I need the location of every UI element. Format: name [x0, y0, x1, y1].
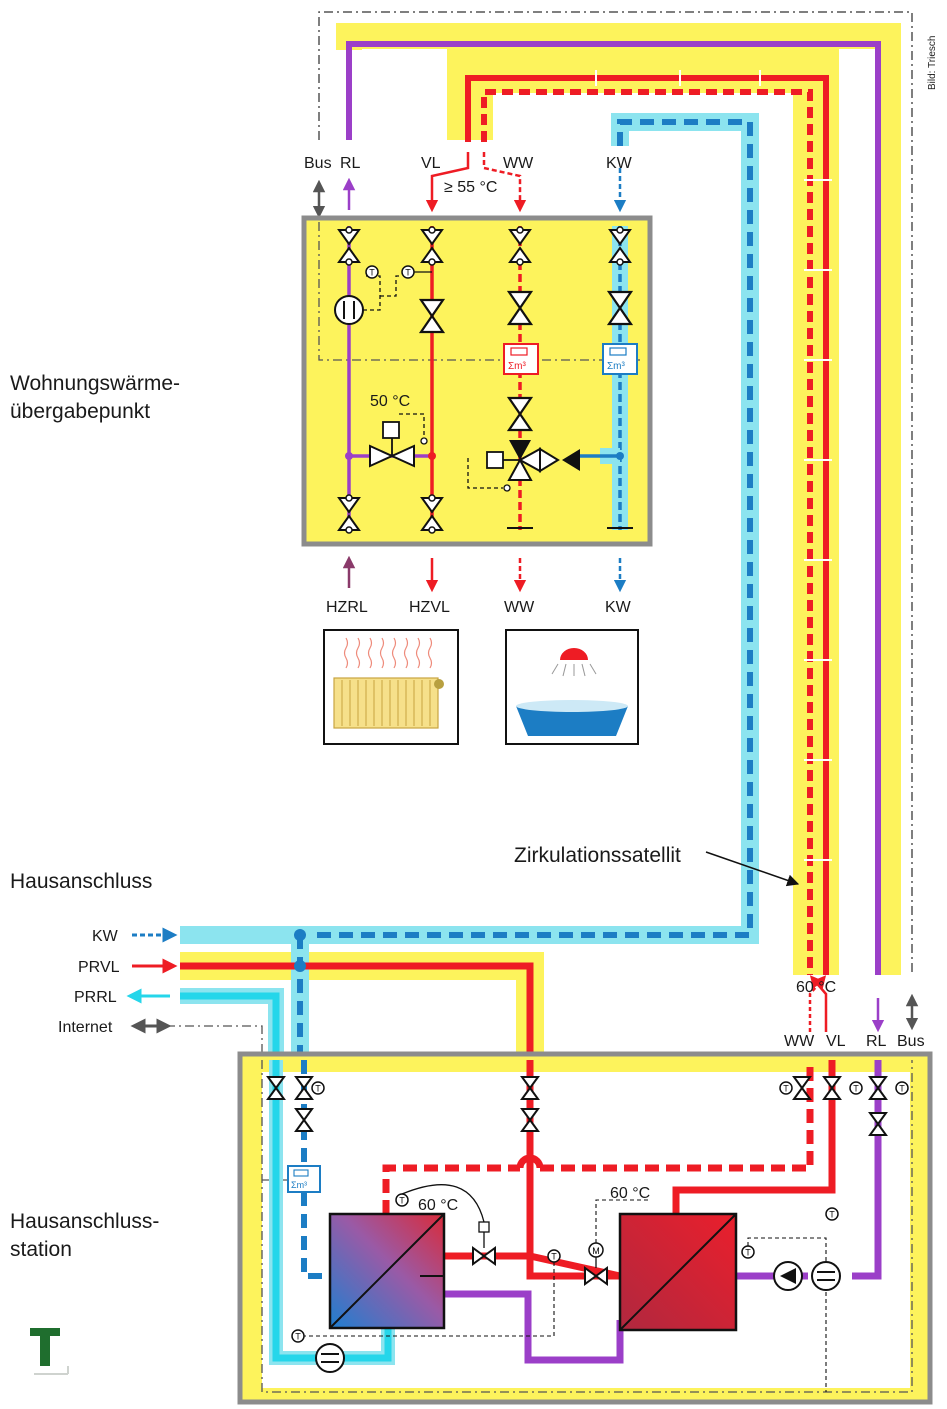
- satellite-pointer: [705, 851, 800, 887]
- logo: [30, 1328, 69, 1375]
- label-bottom-hzvl: HZVL: [409, 599, 450, 616]
- label-unit-temp: 50 °C: [370, 393, 410, 410]
- label-bottom-hzrl: HZRL: [326, 599, 368, 616]
- label-bottom-ww: WW: [504, 599, 535, 616]
- label-riser-temp: 60 °C: [796, 979, 836, 996]
- image-credit: Bild: Triesch: [927, 36, 938, 90]
- riser-kw-pipe: [180, 113, 759, 944]
- label-top-kw: KW: [606, 155, 633, 172]
- svg-text:M: M: [592, 1246, 600, 1256]
- unit-ww-meter: Σm³: [503, 343, 539, 375]
- riser-ticks: [595, 70, 832, 861]
- section-label-apartment-line1: Wohnungswärme-: [10, 372, 180, 395]
- section-label-house-connection: Hausanschluss: [10, 870, 152, 893]
- svg-text:Σm³: Σm³: [508, 361, 527, 372]
- riser-vl-pipe: [465, 75, 829, 975]
- label-house-prvl: PRVL: [78, 959, 120, 976]
- unit-ww-threeway-valve: [467, 440, 633, 529]
- label-bottom-kw: KW: [605, 599, 632, 616]
- unit-mixing-valve: [369, 413, 428, 468]
- unit-kw-meter: Σm³: [602, 343, 638, 375]
- label-top-temp: ≥ 55 °C: [444, 179, 497, 196]
- heat-exchanger-right: [618, 1212, 738, 1332]
- label-riser-bus: Bus: [897, 1033, 925, 1050]
- label-house-internet: Internet: [58, 1019, 113, 1036]
- label-riser-rl: RL: [866, 1033, 887, 1050]
- svg-text:Σm³: Σm³: [607, 361, 626, 372]
- label-house-prrl: PRRL: [74, 989, 117, 1006]
- substation-sensors: M: [291, 1081, 909, 1392]
- label-zirkulationssatellit: Zirkulationssatellit: [514, 844, 681, 867]
- heat-exchanger-left: [328, 1212, 446, 1330]
- label-substation-temp-left: 60 °C: [418, 1197, 458, 1214]
- house-connection-pipes: [166, 926, 534, 1060]
- section-label-apartment-line2: übergabepunkt: [10, 400, 150, 423]
- unit-heat-meter: [334, 265, 432, 325]
- label-substation-temp-right: 60 °C: [610, 1185, 650, 1202]
- bathtub-panel: [505, 629, 639, 745]
- unit-bus-line: [318, 222, 640, 361]
- section-label-substation-line1: Hausanschluss-: [10, 1210, 159, 1233]
- label-riser-vl: VL: [826, 1033, 846, 1050]
- label-top-bus: Bus: [304, 155, 332, 172]
- house-input-arrows: [126, 927, 178, 1034]
- radiator-panel: [323, 629, 459, 745]
- label-house-kw: KW: [92, 928, 119, 945]
- unit-outlet-arrows: [342, 555, 627, 593]
- riser-ww-pipe: [481, 89, 813, 975]
- substation-pipes: [269, 1060, 882, 1365]
- label-riser-ww: WW: [784, 1033, 815, 1050]
- substation-flow-meters: [315, 1261, 841, 1373]
- circulation-pump: [773, 1261, 803, 1291]
- top-arrows: [312, 152, 627, 219]
- section-label-substation-line2: station: [10, 1238, 72, 1261]
- svg-text:Σm³: Σm³: [291, 1180, 307, 1190]
- sensor-links: [304, 1199, 827, 1392]
- apartment-unit-box: [301, 215, 653, 547]
- label-top-rl: RL: [340, 155, 361, 172]
- substation-kw-meter: Σm³: [287, 1165, 321, 1193]
- house-connection-yellow: [180, 952, 544, 1060]
- label-top-vl: VL: [421, 155, 441, 172]
- riser-bus-line: [318, 11, 913, 975]
- thermostatic-actuator: [401, 1184, 490, 1248]
- label-top-ww: WW: [503, 155, 534, 172]
- riser-bottom-arrows: [808, 975, 919, 1033]
- riser-rl-pipe: [346, 41, 881, 975]
